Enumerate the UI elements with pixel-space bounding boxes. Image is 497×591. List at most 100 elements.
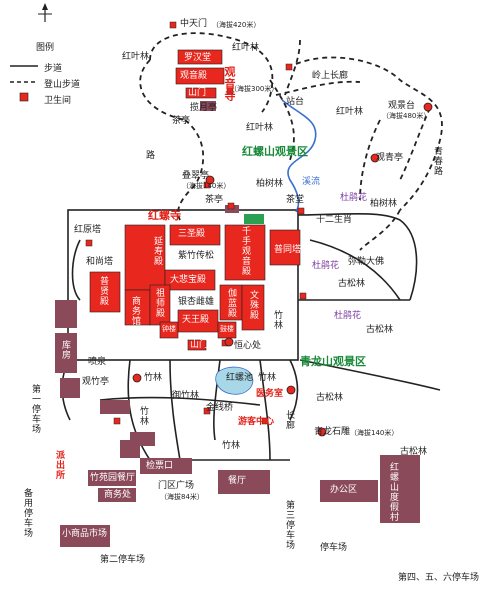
label-shangwu-chu: 商务处 bbox=[104, 490, 132, 500]
label-diecui-alt: （海拔140米） bbox=[182, 182, 231, 190]
label-gulou: 鼓楼 bbox=[220, 325, 234, 333]
legend-title: 图例 bbox=[36, 43, 55, 53]
label-gusong4: 古松林 bbox=[400, 447, 428, 457]
hongluo-pond bbox=[215, 366, 254, 395]
label-dujuan3: 杜鹃花 bbox=[334, 311, 362, 321]
label-lu1: 路 bbox=[144, 150, 154, 160]
label-zhulin3: 竹林 bbox=[144, 373, 163, 383]
label-zhulin2: 竹林 bbox=[258, 373, 277, 383]
label-gusong3: 古松林 bbox=[316, 393, 344, 403]
label-zhongtianmen: 中天门 bbox=[180, 19, 208, 29]
label-shanmen-top: 山门 bbox=[188, 88, 207, 98]
label-baishu2: 柏树林 bbox=[370, 199, 398, 209]
label-cha-tang: 茶堂 bbox=[286, 195, 305, 205]
label-parking456: 第四、五、六停车场 bbox=[398, 573, 480, 583]
label-parking2: 第二停车场 bbox=[100, 555, 146, 565]
label-diecui: 叠翠亭 bbox=[182, 171, 210, 181]
legend-path: 步道 bbox=[44, 64, 63, 74]
label-guanzhu: 观竹亭 bbox=[82, 377, 110, 387]
label-gate-square: 门区广场 bbox=[158, 481, 195, 491]
label-qinglong-scenic: 青龙山观景区 bbox=[300, 355, 366, 368]
label-youke: 游客中心 bbox=[238, 417, 275, 427]
river bbox=[281, 99, 317, 213]
label-yiwushi: 医务室 bbox=[256, 389, 284, 399]
label-parking-other: 停车场 bbox=[320, 543, 348, 553]
label-zhulin5: 竹林 bbox=[222, 441, 241, 451]
label-shangwu: 商务馆 bbox=[130, 296, 140, 326]
label-hongyuanta: 红原塔 bbox=[74, 225, 102, 235]
label-jinxian: 金线桥 bbox=[206, 403, 234, 413]
label-hongluochi: 红螺池 bbox=[226, 373, 254, 383]
label-baishu: 柏树林 bbox=[256, 179, 284, 189]
label-qingchun: 青春路 bbox=[432, 146, 442, 176]
label-police: 派出所 bbox=[54, 450, 64, 480]
label-office: 办公区 bbox=[330, 485, 358, 495]
label-gusong: 古松林 bbox=[338, 279, 366, 289]
label-zhonglou: 钟楼 bbox=[162, 325, 176, 333]
label-tea-house2: 茶亭 bbox=[205, 195, 224, 205]
label-dujuan2: 杜鹃花 bbox=[312, 261, 340, 271]
label-zushi: 祖师殿 bbox=[154, 288, 164, 318]
label-penquan: 喷泉 bbox=[88, 357, 107, 367]
mountain-trails bbox=[139, 32, 443, 251]
pavilion-markers bbox=[132, 102, 433, 437]
label-zhuxuan: 竹苑园餐厅 bbox=[90, 473, 136, 483]
label-xiaoxi: 溪流 bbox=[302, 177, 321, 187]
label-parking-beiyong: 备用停车场 bbox=[22, 488, 32, 538]
label-gusong2: 古松林 bbox=[366, 325, 394, 335]
north-arrow-icon bbox=[38, 3, 52, 22]
label-zhantai: 站台 bbox=[286, 97, 305, 107]
guanyin-temple-buildings bbox=[175, 49, 225, 111]
label-hongye-left: 红叶林 bbox=[122, 52, 150, 62]
label-qianshou: 千手观音殿 bbox=[240, 226, 250, 276]
label-zhulin4: 竹林 bbox=[138, 406, 148, 426]
label-lingshang: 岭上长廊 bbox=[312, 71, 349, 81]
label-guanjingtai: 观景台 bbox=[388, 101, 416, 111]
label-tianwang: 天王殿 bbox=[182, 315, 210, 325]
label-shanshang-alt: （海拔300米） bbox=[230, 85, 279, 93]
label-dabei: 大悲宝殿 bbox=[170, 275, 207, 285]
label-xiaoshangpin: 小商品市场 bbox=[62, 529, 108, 539]
label-qinglongshi: 青龙石雕 bbox=[314, 427, 351, 437]
label-hongye-top: 红叶林 bbox=[232, 43, 260, 53]
label-shanmen: 山门 bbox=[190, 340, 209, 350]
label-canting: 餐厅 bbox=[228, 476, 247, 486]
label-village: 红螺山度假村 bbox=[388, 462, 398, 522]
label-parking1: 第一停车场 bbox=[30, 384, 40, 434]
label-shiershengxiao: 十二生肖 bbox=[316, 215, 353, 225]
label-heng-xi: 恒心处 bbox=[234, 341, 262, 351]
legend-mountain-path: 登山步道 bbox=[44, 80, 81, 90]
label-tea-house: 茶亭 bbox=[172, 116, 191, 126]
label-yinguoshu: 银杏雌雄 bbox=[178, 297, 215, 307]
label-qielan: 伽蓝殿 bbox=[226, 288, 236, 318]
label-sansheng: 三圣殿 bbox=[178, 229, 206, 239]
label-qinglong-alt: （海拔140米） bbox=[350, 429, 399, 437]
label-putongta: 普同塔 bbox=[274, 245, 302, 255]
label-temple-name: 红螺寺 bbox=[148, 209, 181, 222]
legend-restroom: 卫生间 bbox=[44, 96, 72, 106]
label-zhulin: 竹林 bbox=[272, 310, 282, 330]
label-puxian: 普贤殿 bbox=[98, 276, 108, 306]
label-yuzhu: 御竹林 bbox=[172, 391, 200, 401]
label-ticket: 检票口 bbox=[146, 461, 174, 471]
label-parking3: 第三停车场 bbox=[284, 500, 294, 550]
label-guanqing: 观青亭 bbox=[376, 153, 404, 163]
label-guanjingtai-alt: （海拔480米） bbox=[382, 112, 431, 120]
label-xuanming: 揽月亭 bbox=[190, 103, 218, 113]
label-zhongtianmen-alt: （海拔420米） bbox=[212, 21, 261, 29]
label-guanyin-hall-top: 观音殿 bbox=[180, 71, 208, 81]
label-kufang: 库房 bbox=[60, 340, 70, 360]
label-gate-square-alt: （海拔84米） bbox=[160, 493, 204, 501]
label-dujuan: 杜鹃花 bbox=[340, 193, 368, 203]
label-heshangta: 和尚塔 bbox=[86, 257, 114, 267]
label-hongye-mid: 红叶林 bbox=[246, 123, 274, 133]
service-buildings bbox=[55, 300, 420, 547]
legend-restroom-symbol bbox=[19, 92, 29, 102]
label-hongluo-scenic: 红螺山观景区 bbox=[242, 145, 308, 158]
restroom-markers bbox=[85, 21, 307, 425]
label-guanyin-temple: 观音寺 bbox=[223, 66, 236, 102]
temple-buildings bbox=[89, 205, 301, 351]
label-mile: 弥勒大佛 bbox=[348, 257, 385, 267]
